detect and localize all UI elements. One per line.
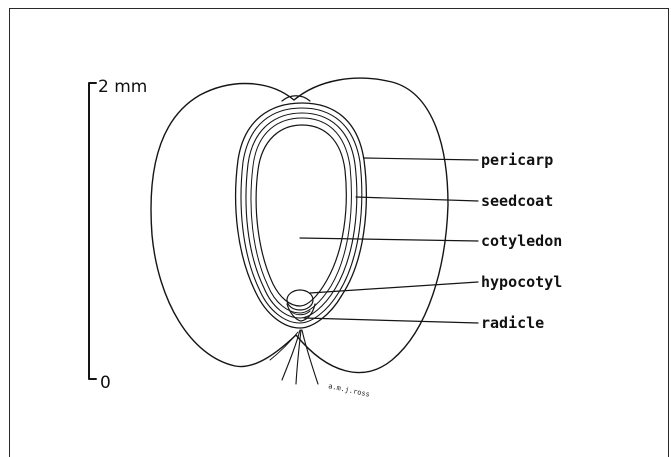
scale-bar: 2 mm 0 xyxy=(89,77,147,393)
leader-cotyledon xyxy=(300,238,478,241)
scale-bottom-label: 0 xyxy=(100,373,111,393)
base-stalk xyxy=(270,330,318,384)
label-radicle: radicle xyxy=(481,314,544,332)
label-hypocotyl: hypocotyl xyxy=(481,273,562,291)
hypocotyl xyxy=(287,290,313,310)
scale-bar-line xyxy=(89,83,96,379)
leader-seedcoat xyxy=(356,197,478,201)
leader-pericarp xyxy=(364,158,478,160)
cotyledon xyxy=(256,125,346,306)
label-seedcoat: seedcoat xyxy=(481,192,553,210)
leader-radicle xyxy=(304,318,478,323)
seedcoat xyxy=(246,113,357,318)
scale-top-label: 2 mm xyxy=(98,77,147,97)
label-cotyledon: cotyledon xyxy=(481,232,562,250)
leader-hypocotyl xyxy=(310,282,478,293)
leader-lines xyxy=(300,158,478,323)
artist-signature: a.m.j.ross xyxy=(328,382,371,399)
label-pericarp: pericarp xyxy=(481,151,553,169)
